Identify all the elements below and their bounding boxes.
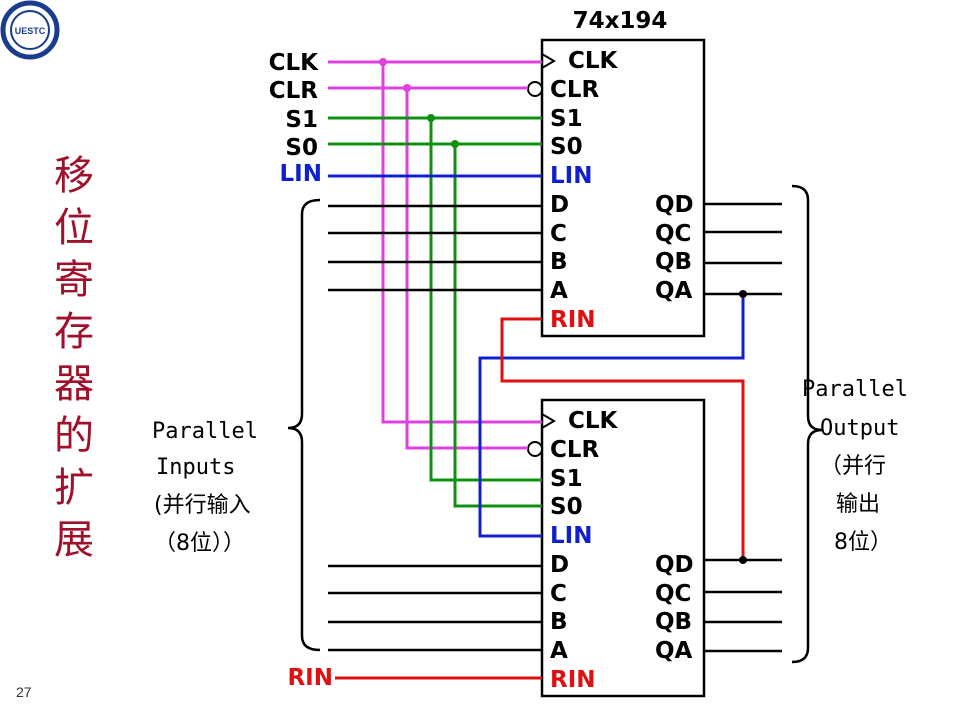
logo-text: UESTC — [15, 26, 46, 36]
pin-s1-lower: S1 — [550, 466, 583, 492]
clr-bubble-lower — [527, 441, 543, 457]
pin-qa-lower: QA — [655, 638, 693, 664]
pin-d-upper: D — [550, 192, 569, 218]
input-rin-label: RIN — [287, 665, 333, 691]
pin-c-lower: C — [550, 581, 567, 607]
pin-qa-upper: QA — [655, 278, 693, 304]
pin-s0-upper: S0 — [550, 134, 583, 160]
pin-c-upper: C — [550, 221, 567, 247]
pin-qd-lower: QD — [655, 552, 694, 578]
pin-b-lower: B — [550, 609, 568, 635]
pin-s1-upper: S1 — [550, 106, 583, 132]
pin-rin-upper: RIN — [550, 307, 596, 333]
pin-qb-lower: QB — [655, 609, 692, 635]
chip-name: 74x194 — [573, 8, 668, 34]
junction-s1 — [427, 114, 435, 122]
slide-title: 移 位 寄 存 器 的 扩 展 — [48, 150, 100, 566]
clr-bubble-upper — [527, 81, 543, 97]
chip-upper — [540, 38, 706, 338]
pin-clr-upper: CLR — [550, 77, 600, 103]
title-char: 位 — [54, 205, 94, 251]
pin-lin-upper: LIN — [550, 163, 592, 189]
input-clr-label: CLR — [269, 78, 319, 104]
pin-a-lower: A — [550, 638, 568, 664]
title-char: 寄 — [54, 257, 94, 303]
junction-s0 — [451, 140, 459, 148]
parallel-inputs-line1: Parallel — [152, 419, 258, 444]
pin-b-upper: B — [550, 249, 568, 275]
parallel-output-line2: Output — [820, 416, 899, 441]
pin-a-upper: A — [550, 278, 568, 304]
output-brace — [791, 184, 823, 664]
title-char: 扩 — [54, 465, 94, 511]
pin-qc-lower: QC — [655, 581, 691, 607]
pin-s0-lower: S0 — [550, 494, 583, 520]
pin-lin-lower: LIN — [550, 523, 592, 549]
parallel-output-line5: 8位） — [834, 530, 892, 555]
chip-lower — [540, 398, 706, 698]
title-char: 的 — [54, 413, 94, 459]
input-s0-label: S0 — [285, 135, 318, 161]
parallel-inputs-line4: （8位）） — [154, 531, 245, 556]
pin-d-lower: D — [550, 552, 569, 578]
clock-triangle-lower — [541, 413, 556, 429]
parallel-input-lines — [328, 204, 542, 652]
input-brace — [287, 198, 321, 652]
title-char: 存 — [54, 309, 94, 355]
parallel-inputs-line2: Inputs — [156, 455, 235, 480]
parallel-output-lines — [704, 202, 782, 653]
parallel-output-line3: （并行 — [820, 454, 886, 479]
lin-wires — [328, 174, 745, 538]
clock-clear-wires — [328, 60, 542, 450]
input-s1-label: S1 — [285, 107, 318, 133]
pin-qc-upper: QC — [655, 221, 691, 247]
input-clk-label: CLK — [269, 50, 320, 76]
pin-rin-lower: RIN — [550, 667, 596, 693]
title-char: 器 — [54, 361, 94, 407]
junction-clk — [379, 58, 387, 66]
pin-clk-upper: CLK — [568, 48, 619, 74]
input-lin-label: LIN — [280, 161, 322, 187]
pin-qb-upper: QB — [655, 249, 692, 275]
pin-clr-lower: CLR — [550, 437, 600, 463]
page-number: 27 — [16, 684, 32, 700]
pin-clk-lower: CLK — [568, 408, 619, 434]
rin-wires — [335, 317, 745, 680]
parallel-output-line4: 输出 — [836, 492, 880, 517]
title-char: 移 — [54, 153, 94, 199]
parallel-inputs-line3: (并行输入 — [154, 493, 251, 518]
title-char: 展 — [54, 517, 94, 563]
parallel-output-line1: Parallel — [802, 377, 908, 402]
clock-triangle-upper — [541, 53, 556, 69]
university-logo: UESTC — [0, 0, 60, 60]
junction-clr — [403, 84, 411, 92]
pin-qd-upper: QD — [655, 192, 694, 218]
